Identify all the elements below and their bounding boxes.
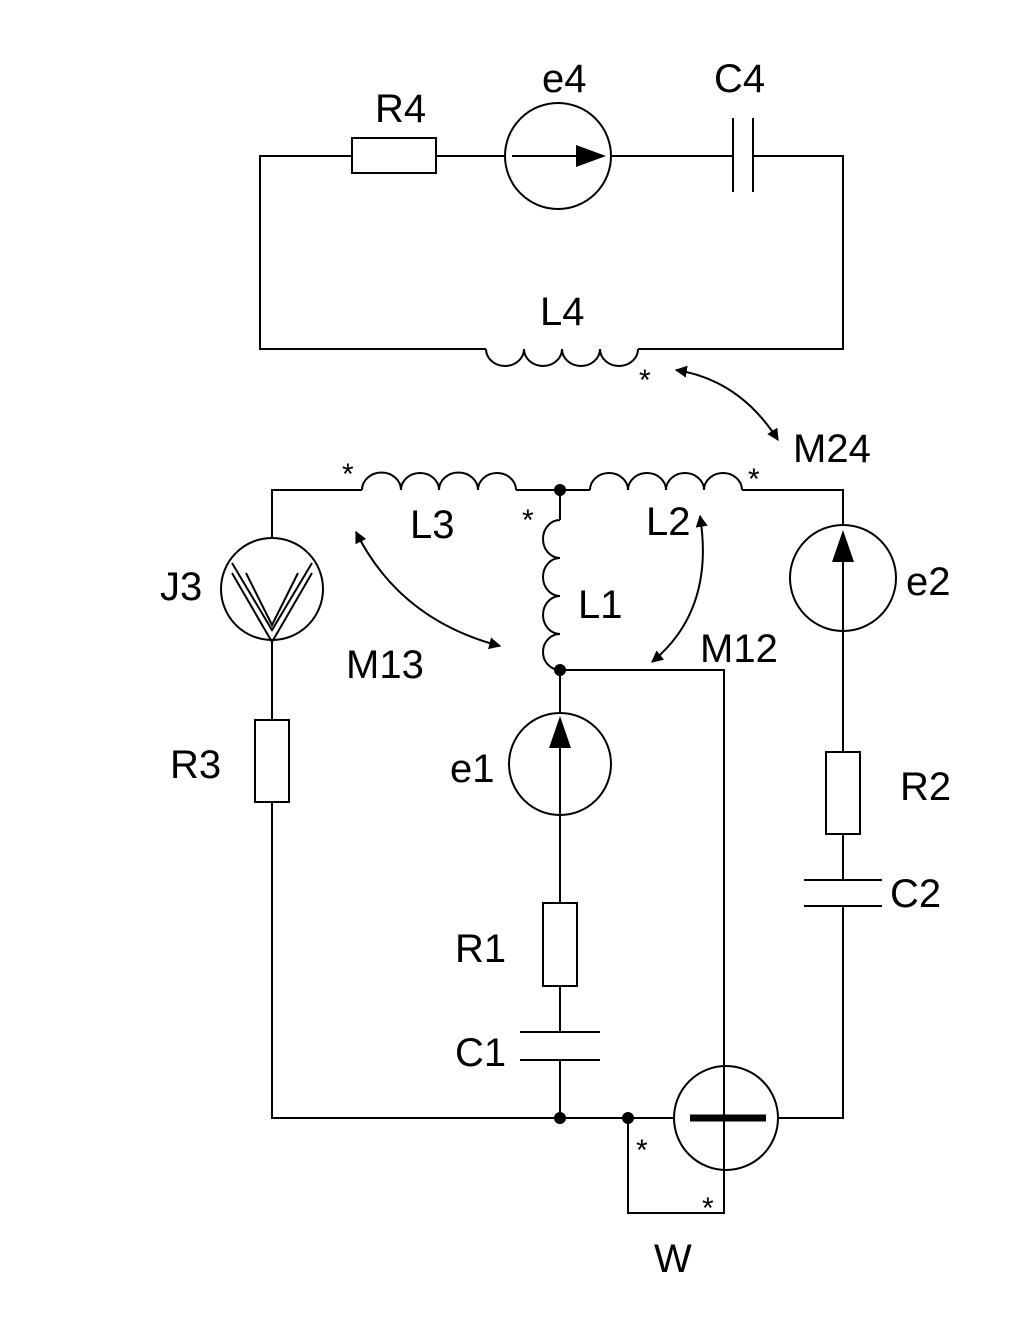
bottom-circuit-wires <box>271 489 844 1214</box>
star-l1: * <box>522 504 534 537</box>
capacitor-c4: C4 <box>714 57 765 192</box>
top-loop-wires <box>259 155 844 350</box>
mutual-m24: M24 <box>674 365 871 471</box>
inductor-l2: L2 * <box>589 463 760 544</box>
star-l2: * <box>748 463 760 496</box>
label-l1: L1 <box>578 583 623 627</box>
label-l2: L2 <box>646 500 691 544</box>
label-m12: M12 <box>700 627 778 671</box>
wattmeter-w: * * W <box>636 1065 779 1281</box>
inductor-l4: L4 * <box>485 290 651 397</box>
label-c1: C1 <box>455 1031 506 1075</box>
nodes <box>554 484 634 1124</box>
star-w-voltage: * <box>702 1192 714 1225</box>
label-w: W <box>654 1237 692 1281</box>
label-m13: M13 <box>346 643 424 687</box>
mutual-m13: M13 <box>346 530 502 687</box>
label-e1: e1 <box>450 747 495 791</box>
inductor-l1: L1 * <box>522 504 623 671</box>
label-j3: J3 <box>160 565 202 609</box>
label-l3: L3 <box>410 503 455 547</box>
label-c2: C2 <box>890 872 941 916</box>
source-e1: e1 <box>450 712 612 816</box>
label-e4: e4 <box>542 57 587 101</box>
source-e4: e4 <box>504 57 612 210</box>
label-r1: R1 <box>455 927 506 971</box>
capacitor-c1: C1 <box>455 1031 600 1075</box>
label-l4: L4 <box>540 290 585 334</box>
label-m24: M24 <box>793 427 871 471</box>
mutual-m12: M12 <box>651 514 778 671</box>
resistor-r1: R1 <box>455 902 578 987</box>
star-l3: * <box>342 458 354 491</box>
current-source-j3: J3 <box>160 537 324 644</box>
source-e2: e2 <box>789 524 951 632</box>
label-e2: e2 <box>906 560 951 604</box>
label-r3: R3 <box>170 743 221 787</box>
label-r4: R4 <box>375 87 426 131</box>
star-l4: * <box>639 364 651 397</box>
resistor-r3: R3 <box>170 719 290 803</box>
label-c4: C4 <box>714 57 765 101</box>
star-w-current: * <box>636 1134 648 1167</box>
label-r2: R2 <box>900 765 951 809</box>
inductor-l3: L3 * <box>342 458 517 547</box>
resistor-r2: R2 <box>825 751 951 835</box>
capacitor-c2: C2 <box>804 872 941 916</box>
resistor-r4: R4 <box>351 87 437 174</box>
